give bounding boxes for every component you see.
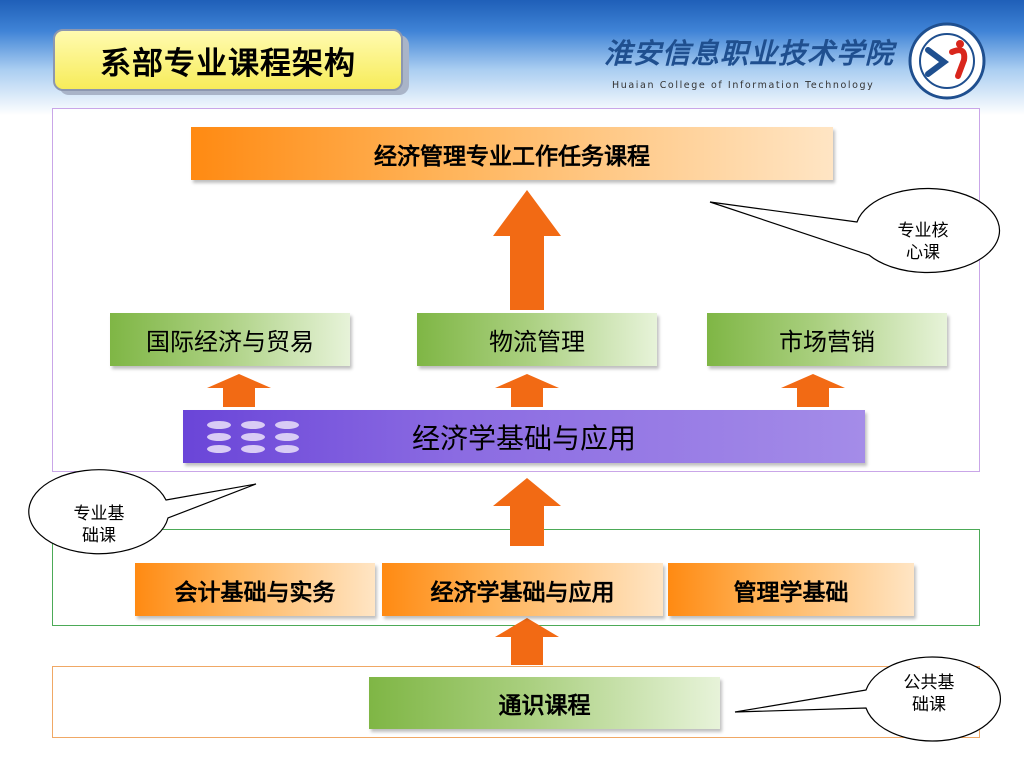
- general-education-box: 通识课程: [369, 677, 720, 729]
- slide-title-wrapper: 系部专业课程架构: [53, 29, 413, 99]
- arrow-to-marketing: [781, 374, 845, 407]
- arrow-to-logistics: [495, 374, 559, 407]
- callout-foundation-text: 专业基 础课: [73, 504, 125, 546]
- work-task-courses-box: 经济管理专业工作任务课程: [191, 127, 833, 180]
- foundation-management-box: 管理学基础: [668, 563, 914, 616]
- college-name-cn: 淮安信息职业技术学院: [604, 37, 895, 70]
- arrow-to-trade: [207, 374, 271, 407]
- major-logistics-box: 物流管理: [417, 313, 657, 366]
- arrow-to-foundation: [495, 618, 559, 665]
- callout-foundation-bubble: [28, 469, 257, 555]
- callout-core-bubble: [709, 187, 1001, 274]
- decorative-dots-icon: [207, 421, 299, 453]
- major-marketing-box: 市场营销: [707, 313, 947, 366]
- college-name-en: Huaian College of Information Technology: [612, 80, 875, 91]
- foundation-economics-box: 经济学基础与应用: [382, 563, 663, 616]
- arrow-to-work-task: [493, 190, 561, 310]
- college-logo-icon: [908, 22, 986, 100]
- callout-public-bubble: [734, 656, 1002, 742]
- arrow-to-core: [493, 478, 561, 546]
- callout-core-text: 专业核 心课: [897, 221, 949, 263]
- foundation-accounting-box: 会计基础与实务: [135, 563, 375, 616]
- callout-public-text: 公共基 础课: [903, 673, 955, 715]
- slide-title: 系部专业课程架构: [53, 29, 403, 91]
- major-trade-box: 国际经济与贸易: [110, 313, 350, 366]
